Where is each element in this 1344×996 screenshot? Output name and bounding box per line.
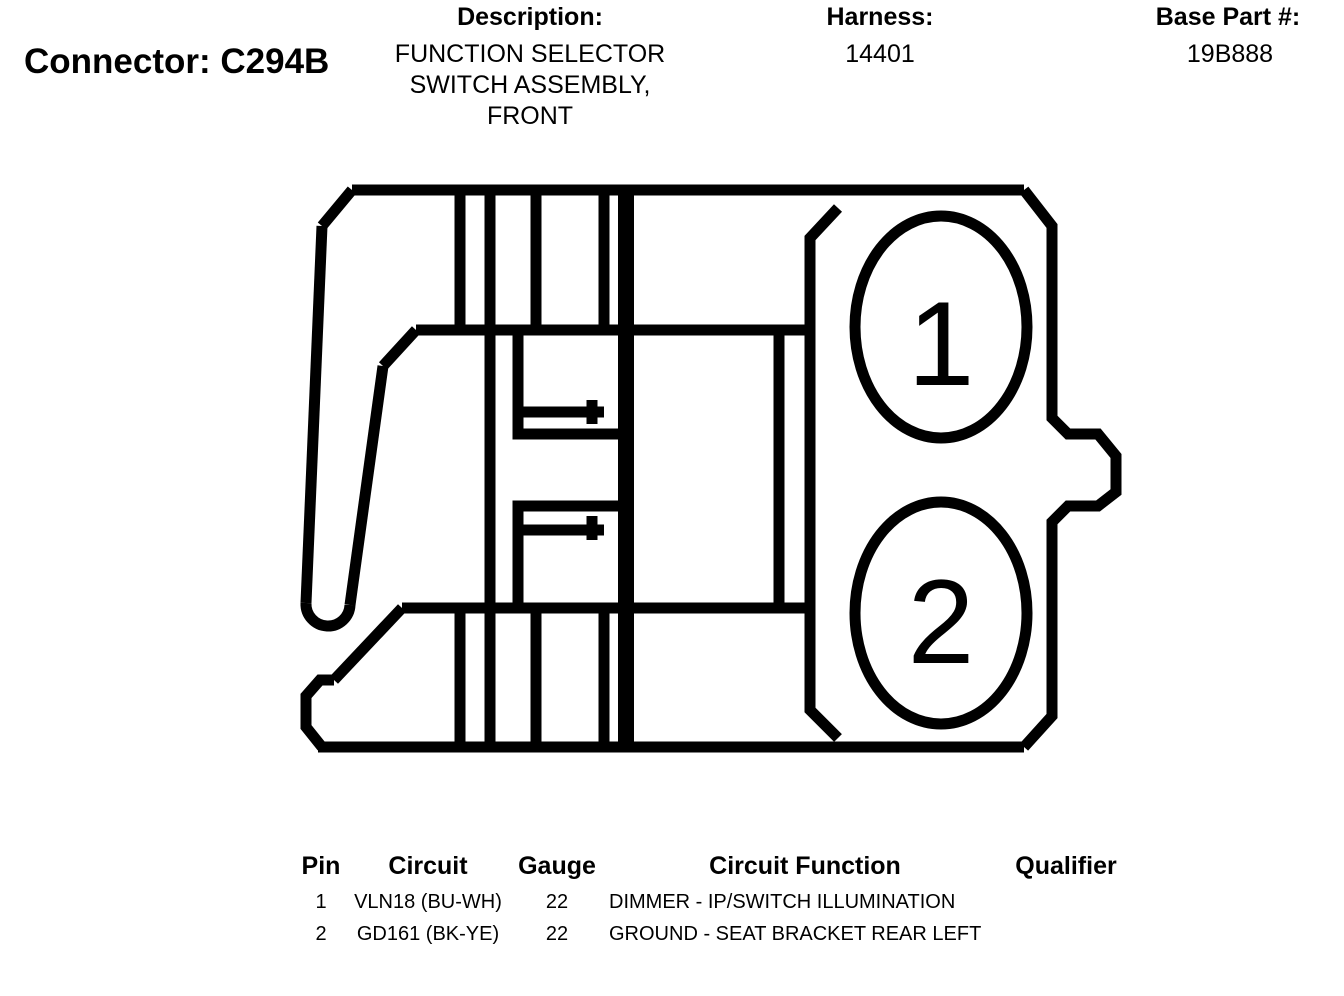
latch-top-chamfer bbox=[378, 326, 421, 370]
table-header-qualifier: Qualifier bbox=[1015, 852, 1117, 880]
table-cell-pin: 1 bbox=[315, 891, 327, 913]
table-cell-gauge: 22 bbox=[545, 923, 569, 945]
table-cell-circuit: VLN18 (BU-WH) bbox=[354, 891, 502, 913]
table-cell-function: GROUND - SEAT BRACKET REAR LEFT bbox=[609, 923, 982, 945]
table-cell-function: DIMMER - IP/SWITCH ILLUMINATION bbox=[609, 891, 956, 913]
pin-2-cavity bbox=[849, 496, 1033, 730]
base-part-value: 19B888 bbox=[1186, 40, 1274, 68]
table-cell-gauge: 22 bbox=[545, 891, 569, 913]
latch-bottom-curve bbox=[300, 602, 356, 632]
pin-cavity-wall bbox=[804, 204, 843, 742]
pin-1-cavity bbox=[849, 210, 1033, 444]
description-line: FRONT bbox=[486, 102, 574, 130]
table-header-function: Circuit Function bbox=[709, 852, 901, 880]
description-line: FUNCTION SELECTOR bbox=[394, 40, 666, 68]
base-part-label: Base Part #: bbox=[1155, 3, 1301, 31]
description-label: Description: bbox=[457, 3, 603, 31]
table-header-pin: Pin bbox=[301, 852, 341, 880]
housing-right-wall bbox=[1019, 186, 1122, 751]
connector-label: Connector: C294B bbox=[24, 42, 330, 81]
description-value: FUNCTION SELECTOR SWITCH ASSEMBLY, FRONT bbox=[360, 39, 700, 132]
table-cell-pin: 2 bbox=[315, 923, 327, 945]
latch-left-wall bbox=[300, 225, 328, 604]
table-header-gauge: Gauge bbox=[518, 852, 596, 880]
pin-1-label: 1 bbox=[908, 277, 975, 411]
description-line: SWITCH ASSEMBLY, bbox=[409, 71, 651, 99]
harness-label: Harness: bbox=[826, 3, 934, 31]
housing-bottom-left-corner bbox=[300, 674, 334, 751]
table-cell-circuit: GD161 (BK-YE) bbox=[356, 923, 500, 945]
table-header-circuit: Circuit bbox=[388, 852, 468, 880]
upper-lock-tab bbox=[512, 330, 626, 440]
center-heavy-bar bbox=[618, 190, 634, 747]
harness-value: 14401 bbox=[845, 40, 915, 68]
pin-2-label: 2 bbox=[908, 555, 975, 689]
lower-lock-tab bbox=[512, 500, 626, 608]
lower-notch-diagonal bbox=[330, 604, 406, 684]
latch-inner-wall bbox=[344, 365, 389, 606]
housing-chamfer bbox=[317, 186, 357, 230]
